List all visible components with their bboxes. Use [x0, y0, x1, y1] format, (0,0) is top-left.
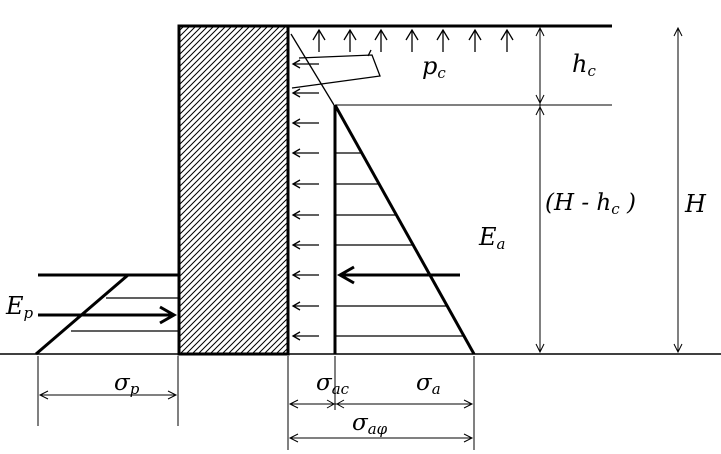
pc-leader — [290, 33, 381, 106]
label-hc: hc — [572, 50, 596, 80]
label-sigma-ac: σac — [316, 370, 350, 398]
label-Ea: Ea — [478, 223, 505, 253]
ep-resultant-arrow — [38, 305, 178, 325]
active-pressure-triangle — [333, 104, 612, 355]
dimension-H — [673, 26, 683, 354]
label-Ep: Ep — [5, 292, 34, 322]
ea-resultant-arrow — [336, 265, 460, 285]
label-sigma-a-phi: σaφ — [352, 410, 388, 438]
label-sigma-a: σa — [416, 370, 441, 398]
dimension-sigma-p — [37, 356, 179, 426]
label-H-minus-hc: (H - hc ) — [545, 190, 636, 218]
retaining-wall — [177, 24, 290, 356]
surcharge-arrows — [312, 28, 514, 52]
wall-pressure-arrows — [291, 59, 319, 341]
label-sigma-p: σp — [114, 370, 140, 398]
dimension-sigma-a — [287, 356, 475, 450]
dimension-hc — [535, 26, 545, 354]
label-H: H — [684, 190, 707, 218]
label-pc: pc — [422, 52, 446, 82]
